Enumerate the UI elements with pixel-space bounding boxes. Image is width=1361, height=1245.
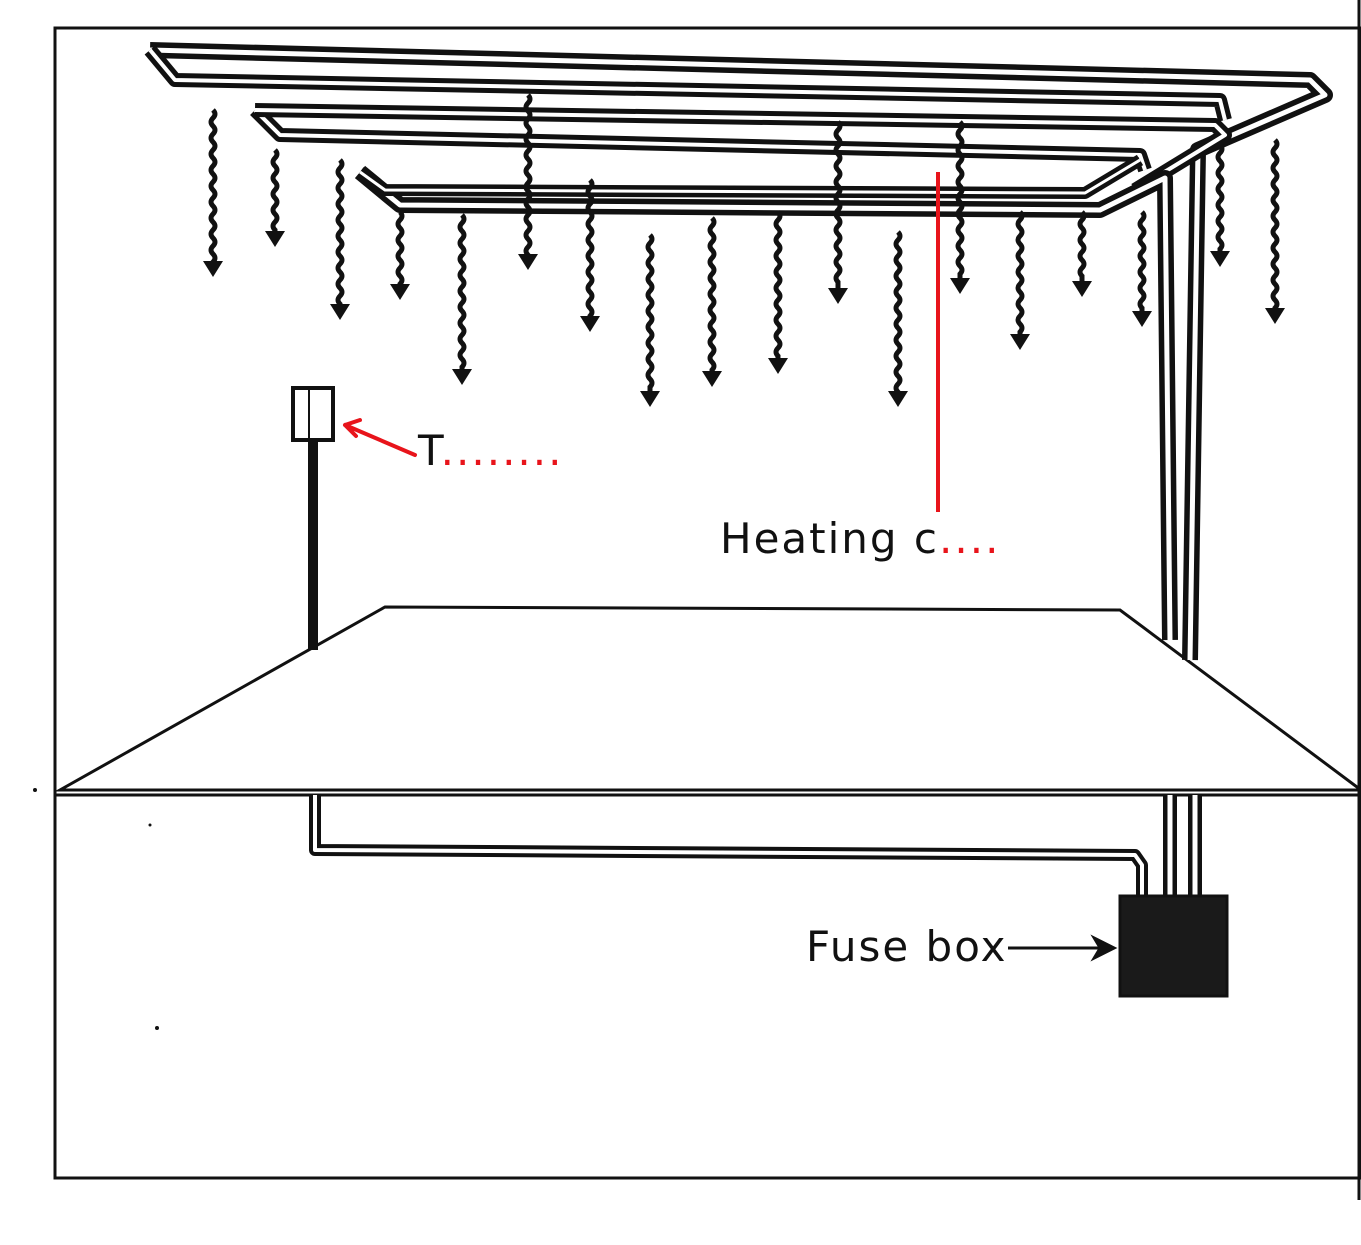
heat-ray-arrowhead <box>950 278 970 294</box>
fuse-box <box>1118 894 1229 998</box>
heat-ray-arrow <box>833 120 843 292</box>
heat-ray-arrow <box>585 178 595 320</box>
heat-ray-arrowhead <box>702 371 722 387</box>
room-frame <box>53 26 1361 1180</box>
heating-cable <box>144 42 1333 661</box>
heat-ray-arrow <box>523 93 533 258</box>
heat-ray-arrowhead <box>1072 281 1092 297</box>
heat-ray-arrowhead <box>1010 334 1030 350</box>
heat-ray-arrowhead <box>518 254 538 270</box>
heat-ray-arrow <box>707 216 717 375</box>
heat-ray-arrowhead <box>828 288 848 304</box>
heat-rays <box>203 93 1285 407</box>
heat-ray-arrowhead <box>390 284 410 300</box>
heat-ray-arrow <box>645 233 655 395</box>
heat-ray-arrow <box>395 210 405 288</box>
thermostat-label: T........ <box>418 430 563 472</box>
table <box>54 605 1361 792</box>
heat-ray-arrowhead <box>888 391 908 407</box>
heating-cable-label: Heating c.... <box>720 518 1000 560</box>
heat-ray-arrow <box>1077 210 1087 285</box>
fuse-box-label: Fuse box <box>806 922 1008 971</box>
heat-ray-arrow <box>1137 210 1147 315</box>
heat-ray-arrowhead <box>330 304 350 320</box>
floor-wiring <box>309 795 1148 900</box>
speck <box>155 1026 159 1030</box>
heat-ray-arrowhead <box>768 358 788 374</box>
heat-ray-arrow <box>773 210 783 362</box>
speck <box>148 823 152 827</box>
thermostat-box <box>291 386 335 442</box>
thermostat-pointer-arrow <box>343 418 417 457</box>
thermostat <box>291 386 335 650</box>
heat-ray-arrow <box>1015 210 1025 338</box>
heating-cable-label-prefix: Heating c <box>720 514 940 563</box>
heat-ray-arrow <box>1270 138 1280 312</box>
thermostat-label-prefix: T <box>418 426 441 475</box>
heat-ray-arrow <box>893 230 903 395</box>
heating-cable-label-blank: .... <box>939 514 1001 563</box>
heat-ray-arrowhead <box>452 369 472 385</box>
heat-ray-arrow <box>457 213 467 373</box>
heat-ray-arrow <box>270 148 280 235</box>
heat-ray-arrow <box>955 120 965 282</box>
heat-ray-arrowhead <box>1210 251 1230 267</box>
heat-ray-arrowhead <box>1132 311 1152 327</box>
thermostat-label-blank: ........ <box>440 426 564 475</box>
heat-ray-arrowhead <box>1265 308 1285 324</box>
heat-ray-arrowhead <box>580 316 600 332</box>
heat-ray-arrowhead <box>640 391 660 407</box>
heat-ray-arrowhead <box>203 261 223 277</box>
heat-ray-arrowhead <box>265 231 285 247</box>
floor-wiring-inner <box>313 795 1144 900</box>
heat-ray-arrow <box>1215 143 1225 255</box>
heat-ray-arrow <box>335 158 345 308</box>
heat-ray-arrow <box>208 108 218 265</box>
speck <box>33 788 37 792</box>
